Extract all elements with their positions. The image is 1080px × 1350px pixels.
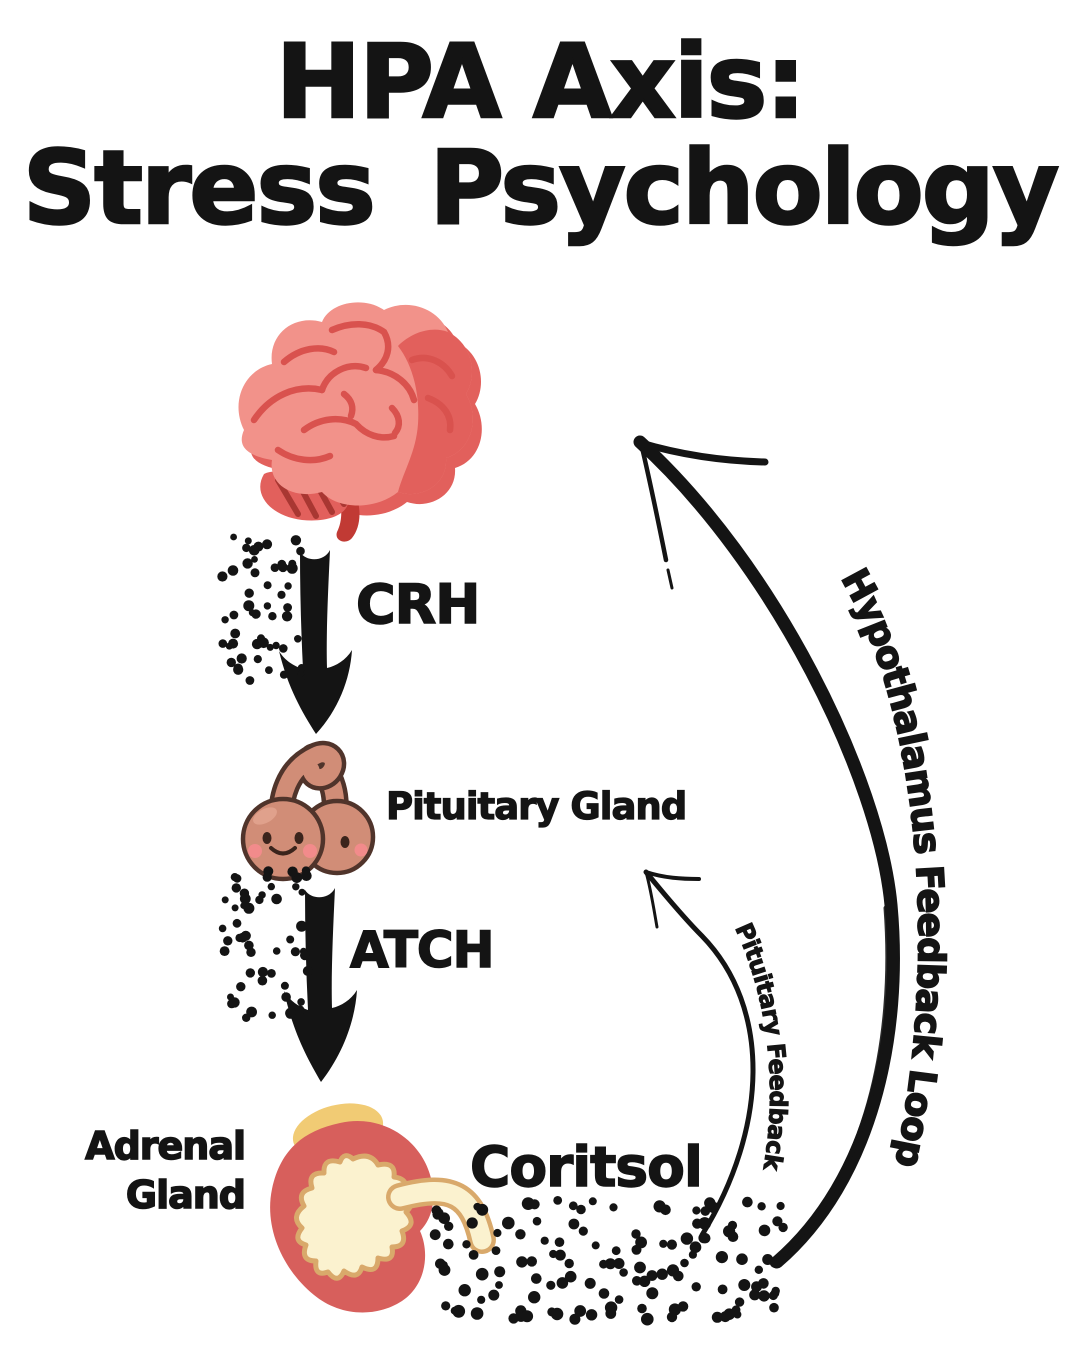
adrenal-gland-icon bbox=[270, 1103, 496, 1313]
title-line2: Stress Psychology bbox=[22, 129, 1061, 249]
atch-hormone-dots bbox=[218, 866, 313, 1022]
hypothalamus-feedback-label: Hypothalamus Feedback Loop bbox=[833, 561, 953, 1170]
atch-arrow bbox=[284, 888, 357, 1082]
pituitary-gland-label: Pituitary Gland bbox=[385, 785, 687, 828]
crh-arrow bbox=[279, 550, 352, 734]
atch-label: ATCH bbox=[349, 921, 495, 979]
crh-hormone-dots bbox=[217, 533, 306, 685]
adrenal-gland-label: Adrenal Gland bbox=[55, 1122, 247, 1219]
adrenal-label-line1: Adrenal bbox=[84, 1123, 246, 1168]
title-line1: HPA Axis: bbox=[275, 23, 808, 142]
hypothalamus-feedback-arrow bbox=[633, 435, 900, 1269]
hormone-dots bbox=[217, 533, 788, 1326]
brain-icon bbox=[238, 302, 482, 542]
adrenal-label-line2: Gland bbox=[125, 1172, 247, 1217]
page-title: HPA Axis: Stress Psychology bbox=[0, 23, 1080, 249]
pituitary-feedback-arrow bbox=[643, 869, 756, 1238]
cortisol-hormone-dots bbox=[429, 1196, 788, 1326]
pituitary-gland-icon bbox=[240, 740, 376, 882]
crh-label: CRH bbox=[355, 573, 481, 636]
cortisol-label: Coritsol bbox=[469, 1135, 703, 1199]
pituitary-feedback-label: Pituitary Feedback bbox=[729, 919, 792, 1173]
